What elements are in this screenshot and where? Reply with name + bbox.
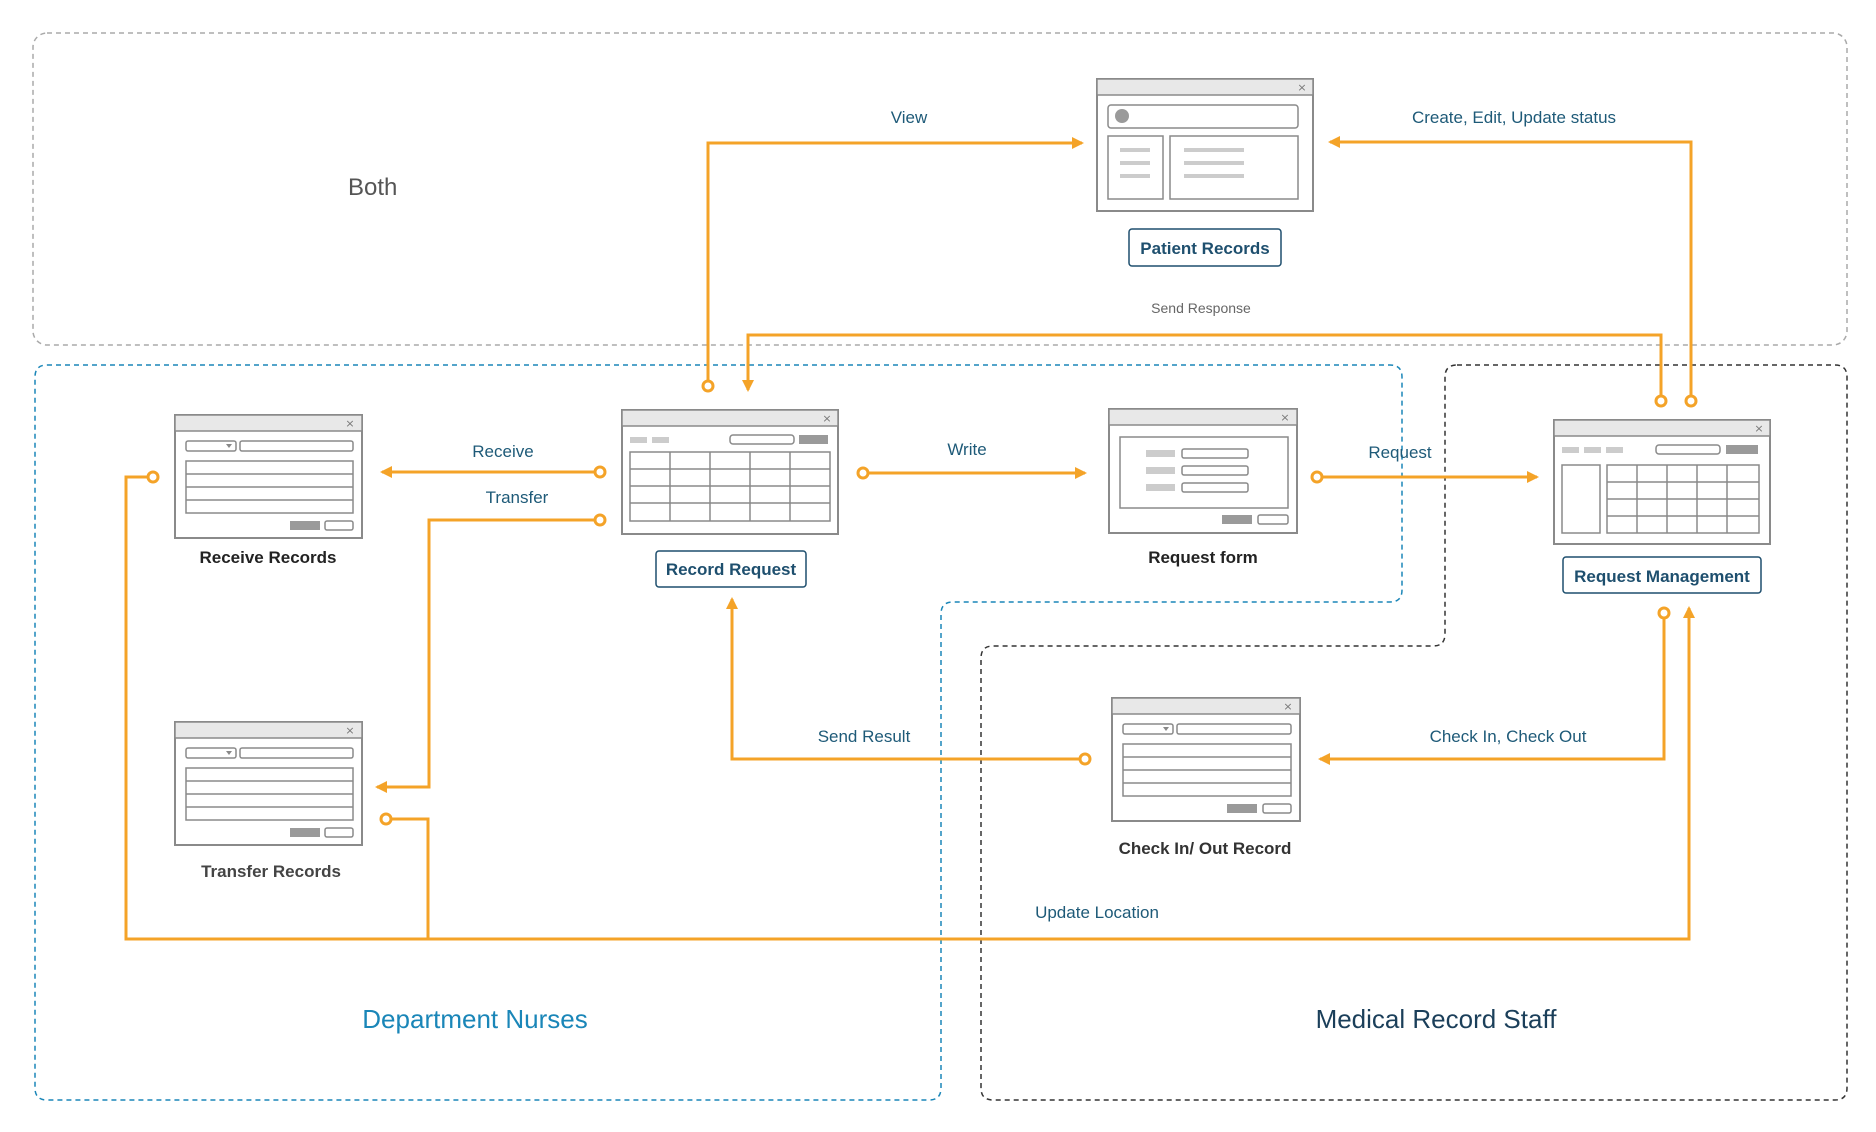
flow-request: Request — [1310, 443, 1539, 484]
zone-label-both: Both — [348, 174, 397, 201]
svg-text:×: × — [822, 412, 831, 425]
svg-text:×: × — [1283, 700, 1292, 713]
flow-label-send-response: Send Response — [1151, 300, 1251, 316]
flow-label-update-location: Update Location — [1035, 903, 1159, 922]
flow-transfer: Transfer — [375, 488, 607, 793]
flow-check-in-out: Check In, Check Out — [1318, 606, 1671, 765]
svg-text:×: × — [1754, 422, 1763, 435]
receive-records-title: Receive Records — [199, 548, 336, 567]
zone-label-staff: Medical Record Staff — [1316, 1004, 1558, 1034]
patient-records-button[interactable]: Patient Records — [1128, 228, 1282, 267]
check-in-out-window: × — [1111, 697, 1301, 822]
flow-label-transfer: Transfer — [486, 488, 549, 507]
flow-label-send-result: Send Result — [818, 727, 911, 746]
zone-nurses — [34, 364, 1403, 1101]
flow-send-result: Send Result — [726, 597, 1092, 766]
flow-update-location: Update Location — [124, 470, 1695, 941]
request-form-title: Request form — [1148, 548, 1258, 567]
flow-label-request: Request — [1368, 443, 1432, 462]
flow-receive: Receive — [380, 442, 607, 479]
zone-both — [32, 32, 1848, 346]
request-management-label: Request Management — [1574, 567, 1750, 586]
flow-label-view: View — [891, 108, 928, 127]
request-management-window: × — [1553, 419, 1771, 545]
record-request-label: Record Request — [666, 560, 797, 579]
flow-label-create-edit: Create, Edit, Update status — [1412, 108, 1616, 127]
zone-label-nurses: Department Nurses — [362, 1004, 587, 1034]
record-request-window: × — [621, 409, 839, 535]
flow-label-check-in-out: Check In, Check Out — [1430, 727, 1587, 746]
svg-text:×: × — [1297, 81, 1306, 94]
flow-view: View — [701, 108, 1084, 393]
svg-text:×: × — [1280, 411, 1289, 424]
request-management-button[interactable]: Request Management — [1562, 556, 1762, 594]
flow-create-edit: Create, Edit, Update status — [1328, 108, 1698, 408]
patient-records-window: × — [1096, 78, 1314, 212]
svg-text:×: × — [345, 724, 354, 737]
zone-staff — [980, 364, 1848, 1101]
transfer-records-window: × — [174, 721, 363, 846]
check-in-out-title: Check In/ Out Record — [1119, 839, 1292, 858]
svg-text:×: × — [345, 417, 354, 430]
flow-label-receive: Receive — [472, 442, 533, 461]
flow-label-write: Write — [947, 440, 986, 459]
transfer-records-title: Transfer Records — [201, 862, 341, 881]
request-form-window: × — [1108, 408, 1298, 534]
flow-send-response: Send Response — [742, 300, 1668, 408]
patient-records-label: Patient Records — [1140, 239, 1269, 258]
flow-write: Write — [856, 440, 1087, 480]
receive-records-window: × — [174, 414, 363, 539]
record-request-button[interactable]: Record Request — [655, 550, 807, 588]
